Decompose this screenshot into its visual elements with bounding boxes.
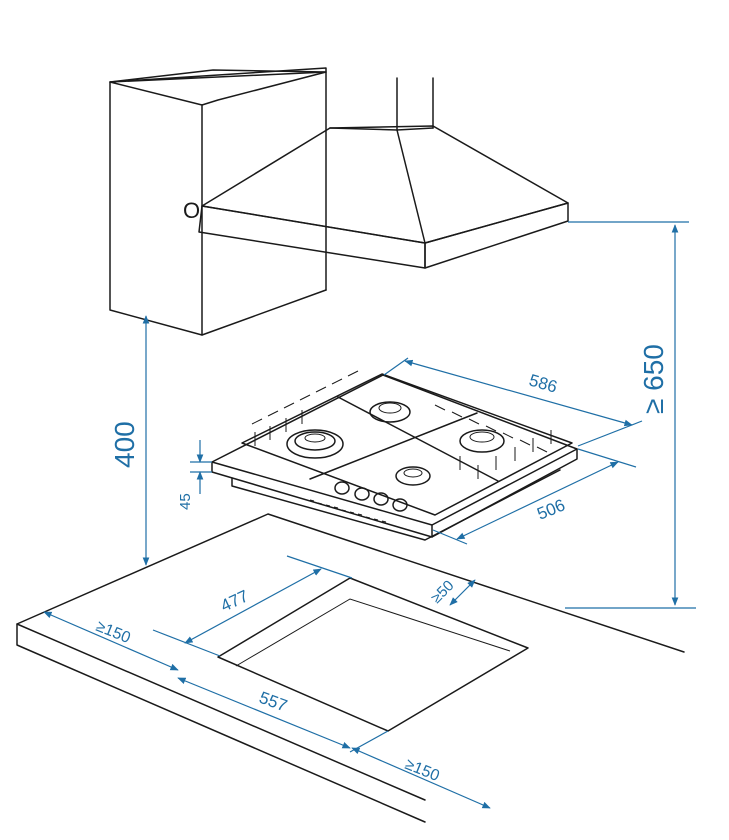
dim-477-label: 477 <box>218 586 252 615</box>
countertop <box>16 513 685 823</box>
cooker-hood <box>198 77 569 269</box>
dim-400-label: 400 <box>109 421 140 468</box>
control-knobs <box>309 481 408 523</box>
dim-45-label: 45 <box>177 493 194 510</box>
burner-right <box>459 429 505 453</box>
burner-front <box>395 466 431 486</box>
dimension-lines <box>43 221 696 809</box>
wall-cabinet <box>109 67 327 336</box>
hood-marker-label: O <box>183 198 200 223</box>
dim-150-right-label: ≥150 <box>403 756 442 785</box>
dim-650-label: ≥ 650 <box>638 344 669 414</box>
burner-large <box>286 429 344 459</box>
burner-back <box>369 401 411 423</box>
dim-150-left-label: ≥150 <box>94 618 133 647</box>
dim-586-label: 586 <box>527 371 560 397</box>
dim-557-label: 557 <box>257 688 290 716</box>
